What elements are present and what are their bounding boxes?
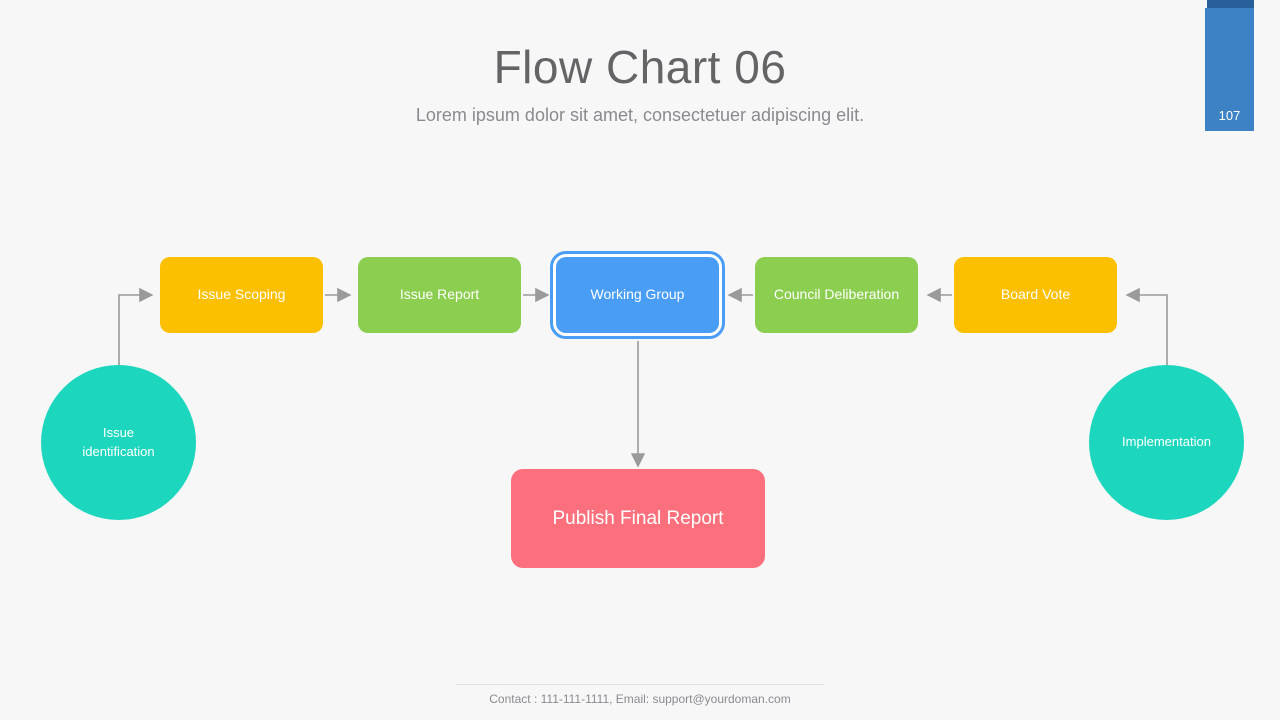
edge-identification-to-scoping [118, 287, 154, 368]
flow-node-board-vote[interactable]: Board Vote [954, 257, 1117, 333]
flow-node-label: Issue identification [82, 424, 155, 459]
flow-node-issue-report[interactable]: Issue Report [358, 257, 521, 333]
flow-node-publish-final-report[interactable]: Publish Final Report [511, 469, 765, 568]
flow-node-implementation[interactable]: Implementation [1089, 365, 1244, 520]
flow-node-issue-scoping[interactable]: Issue Scoping [160, 257, 323, 333]
page-number-label: 107 [1218, 108, 1241, 123]
footer-divider [456, 684, 824, 685]
selection-ring-outer [550, 251, 725, 339]
page-title: Flow Chart 06 [493, 41, 787, 93]
selection-ring-inner [553, 254, 722, 336]
flow-node-council-deliberation[interactable]: Council Deliberation [755, 257, 918, 333]
page-number-ribbon: 107 [1205, 0, 1254, 131]
footer-contact-text: Contact : 111-111-1111, Email: support@y… [489, 692, 791, 706]
edge-implementation-to-board-vote [1125, 287, 1168, 368]
page-subtitle: Lorem ipsum dolor sit amet, consectetuer… [415, 105, 865, 125]
ribbon-cap-icon [1207, 0, 1254, 9]
flow-node-issue-identification[interactable]: Issue identification [41, 365, 196, 520]
ribbon-body [1205, 8, 1254, 131]
flow-node-working-group[interactable]: Working Group [556, 257, 719, 333]
